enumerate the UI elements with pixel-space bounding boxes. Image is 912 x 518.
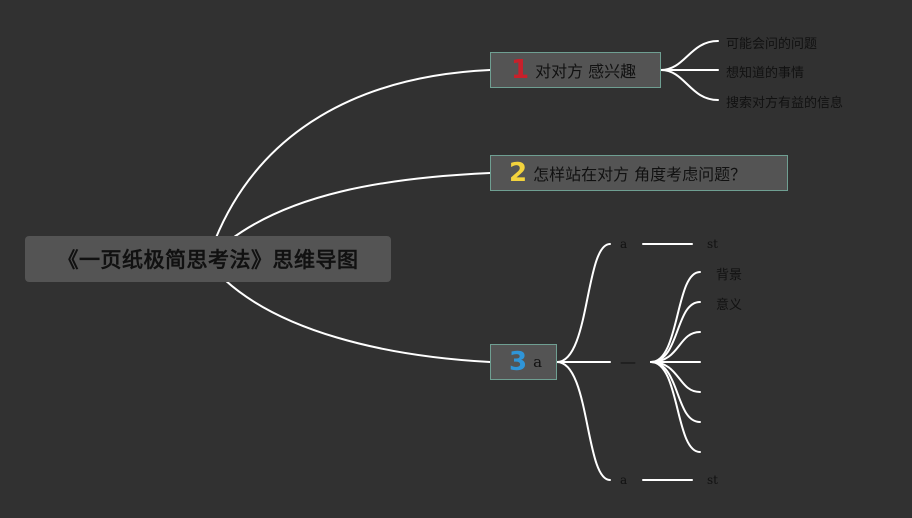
number-1-badge: 1: [511, 55, 530, 85]
branch-1-child-1[interactable]: 可能会问的问题: [726, 37, 818, 52]
root-node[interactable]: 《一页纸极简思考法》思维导图: [25, 236, 391, 282]
connector-root-branch-1: [214, 69, 491, 241]
branch-3-middle-child-1[interactable]: 背景: [716, 268, 743, 283]
branch-1-child-2[interactable]: 想知道的事情: [726, 66, 805, 81]
branch-3-middle-child-2[interactable]: 意义: [716, 298, 743, 313]
connector-middle-fan-2: [650, 301, 701, 363]
branch-2-node[interactable]: 2 怎样站在对方 角度考虑问题？: [490, 155, 788, 191]
branch-3-top-right[interactable]: st: [707, 237, 718, 251]
connector-branch-1-child-1: [660, 40, 719, 71]
connector-middle-fan-7: [650, 361, 701, 453]
branch-3-bottom-left[interactable]: a: [620, 473, 628, 487]
connector-middle-fan-6: [650, 361, 701, 423]
branch-3-node[interactable]: 3 a: [490, 344, 557, 380]
connector-middle-fan-1: [650, 271, 701, 363]
root-title: 《一页纸极简思考法》思维导图: [57, 248, 359, 272]
branch-1-child-3[interactable]: 搜索对方有益的信息: [726, 96, 844, 111]
connector-branch-3-top: [556, 243, 611, 363]
connector-branch-3-bottom: [556, 361, 611, 481]
branch-3-label: a: [533, 353, 543, 371]
branch-1-node[interactable]: 1 对对方 感兴趣: [490, 52, 661, 88]
number-2-badge: 2: [509, 158, 528, 188]
branch-3-bottom-right[interactable]: st: [707, 473, 718, 487]
branch-3-top-left[interactable]: a: [620, 237, 628, 251]
branch-3-middle-node[interactable]: —: [620, 352, 636, 371]
connector-root-branch-3: [224, 279, 491, 363]
connector-branch-1-child-3: [660, 69, 719, 101]
number-3-badge: 3: [509, 347, 528, 377]
connector-root-branch-2: [229, 172, 491, 241]
branch-2-label: 怎样站在对方 角度考虑问题？: [533, 165, 747, 184]
branch-1-label: 对对方 感兴趣: [535, 62, 637, 81]
